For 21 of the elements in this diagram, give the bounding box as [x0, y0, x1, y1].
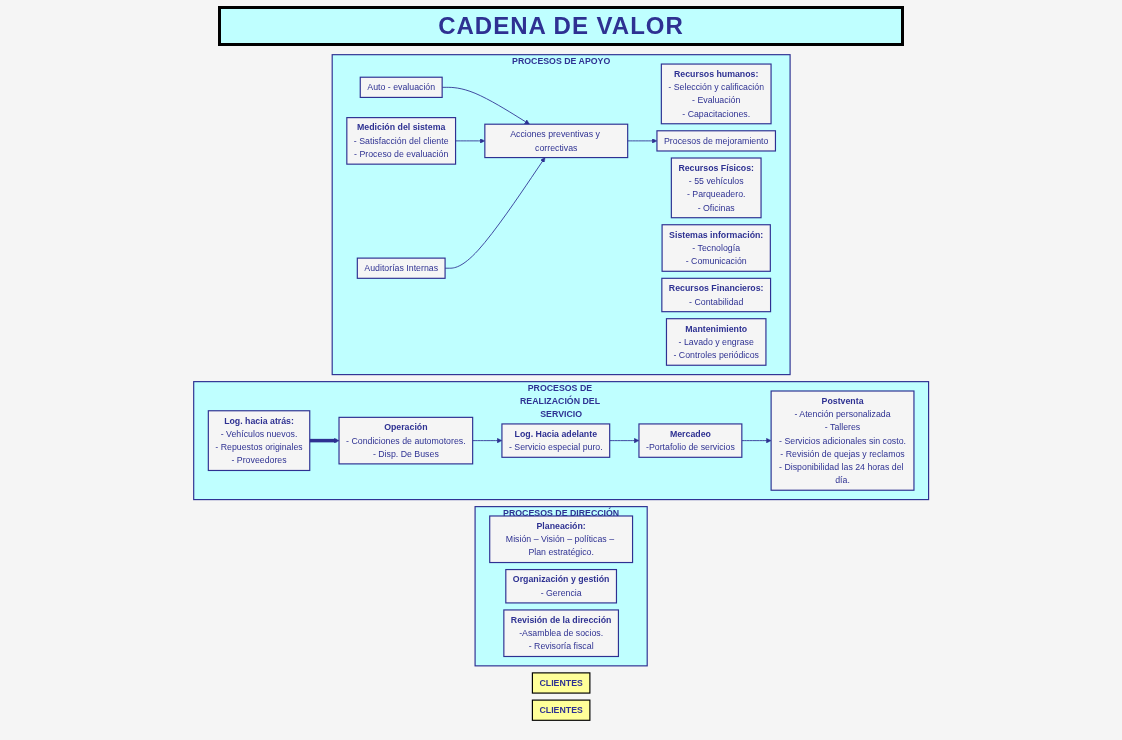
- node-box: Recursos Físicos: - 55 vehículos - Parqueadero. - Oficinas: [670, 157, 762, 219]
- node-box: Acciones preventivas y correctivas: [484, 123, 629, 159]
- node-box: Postventa - Atención personalizada - Talleres - Servicios adicionales sin costo. - Revisión de quejas y reclamos - Disponibilidad las 24 horas del día.: [770, 390, 915, 491]
- node-box: Procesos de mejoramiento: [656, 130, 776, 152]
- node-box: Revisión de la dirección -Asamblea de socios. - Revisoría fiscal: [503, 609, 619, 658]
- node-box: Auditorías Internas: [356, 257, 446, 279]
- node-box: Planeación: Misión – Visión – políticas – Plan estratégico.: [489, 515, 633, 564]
- node-box: Operación - Condiciones de automotores. - Disp. De Buses: [338, 416, 474, 465]
- node-box: Organización y gestión - Gerencia: [505, 568, 617, 604]
- node-box: Log. Hacia adelante - Servicio especial puro.: [501, 423, 611, 458]
- node-box: Auto - evaluación: [359, 76, 443, 98]
- node-box: Sistemas información: - Tecnología - Comunicación: [661, 224, 771, 272]
- node-box: CLIENTES: [531, 699, 591, 721]
- node-box: Mercadeo -Portafolio de servicios: [638, 423, 743, 458]
- node-box: Recursos Financieros: - Contabilidad: [661, 277, 771, 313]
- node-box: Recursos humanos: - Selección y calificación - Evaluación - Capacitaciones.: [660, 63, 772, 125]
- node-box: Mantenimiento - Lavado y engrase - Controles periódicos: [665, 318, 767, 366]
- node-box: Log. hacia atrás: - Vehículos nuevos. - Repuestos originales - Proveedores: [207, 410, 311, 472]
- title-banner: CADENA DE VALOR: [218, 6, 904, 46]
- node-box: Medición del sistema - Satisfacción del cliente - Proceso de evaluación: [346, 117, 456, 165]
- node-box: CLIENTES: [531, 672, 591, 694]
